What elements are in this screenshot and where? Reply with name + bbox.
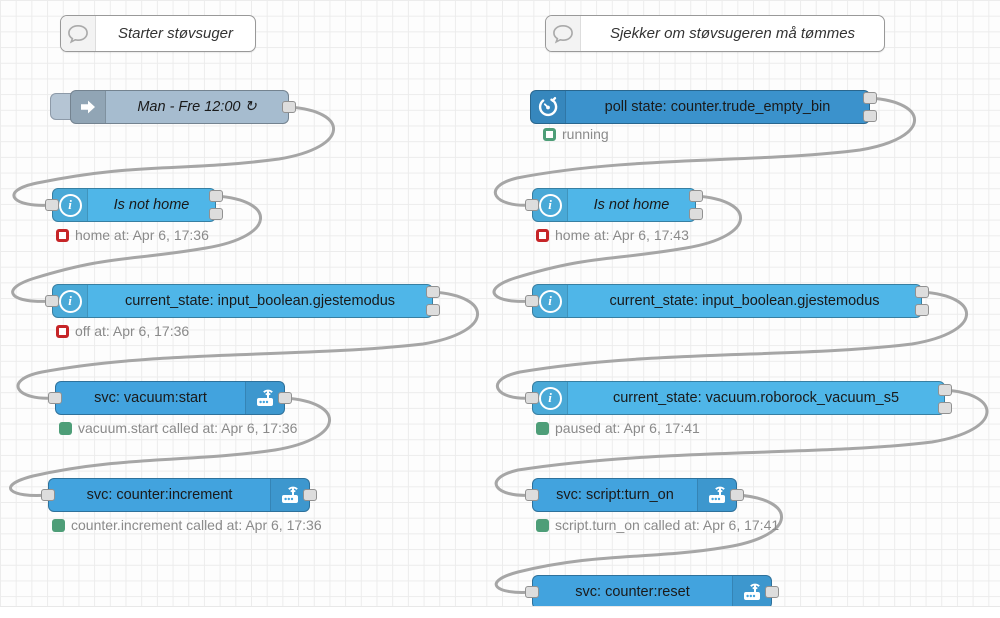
poll-state-node-trude-empty-bin[interactable]: poll state: counter.trude_empty_bin [530,90,870,124]
output-port[interactable] [938,402,952,414]
output-port[interactable] [765,586,779,598]
call-service-node-script-turn-on[interactable]: svc: script:turn_on [532,478,737,512]
comment-node-sjekker[interactable]: Sjekker om støvsugeren må tømmes [545,15,885,52]
status-red-ring-icon [56,324,69,338]
output-port[interactable] [938,384,952,396]
output-port[interactable] [915,304,929,316]
input-port[interactable] [48,392,62,404]
node-label: poll state: counter.trude_empty_bin [604,99,831,115]
node-label: current_state: vacuum.roborock_vacuum_s5 [612,390,900,406]
output-port[interactable] [730,489,744,501]
input-port[interactable] [45,295,59,307]
node-label: svc: counter:increment [86,487,233,503]
inject-arrow-icon [71,91,106,123]
input-port[interactable] [525,295,539,307]
node-status: running [543,126,609,142]
output-port[interactable] [863,92,877,104]
wire[interactable] [8,396,331,497]
comment-bubble-icon [546,16,581,51]
current-state-node-roborock[interactable]: i current_state: vacuum.roborock_vacuum_… [532,381,945,415]
wire[interactable] [11,194,262,303]
output-port[interactable] [863,110,877,122]
output-port[interactable] [278,392,292,404]
call-service-icon [245,382,284,414]
input-port[interactable] [525,392,539,404]
node-label: Is not home [593,197,670,213]
current-state-node-gjestemodus-right[interactable]: i current_state: input_boolean.gjestemod… [532,284,922,318]
wire[interactable] [494,493,783,594]
output-port[interactable] [209,190,223,202]
output-port[interactable] [209,208,223,220]
node-status: script.turn_on called at: Apr 6, 17:41 [536,517,779,533]
status-red-ring-icon [536,228,549,242]
node-status: home at: Apr 6, 17:36 [56,227,209,243]
info-icon: i [533,382,568,414]
node-status: paused at: Apr 6, 17:41 [536,420,700,436]
wire[interactable] [494,388,989,497]
status-green-icon [536,421,549,435]
output-port[interactable] [282,101,296,113]
status-green-ring-icon [543,127,556,141]
output-port[interactable] [426,304,440,316]
input-port[interactable] [525,586,539,598]
wire[interactable] [16,290,479,400]
wire[interactable] [496,290,968,400]
switch-node-is-not-home-right[interactable]: i Is not home [532,188,696,222]
status-text: running [562,126,609,142]
current-state-node-gjestemodus-left[interactable]: i current_state: input_boolean.gjestemod… [52,284,433,318]
node-label: svc: script:turn_on [556,487,674,503]
node-status: counter.increment called at: Apr 6, 17:3… [52,517,322,533]
status-green-icon [59,421,72,435]
node-status: off at: Apr 6, 17:36 [56,323,189,339]
comment-node-starter[interactable]: Starter støvsuger [60,15,256,52]
wire[interactable] [492,194,742,303]
wire[interactable] [12,105,335,207]
status-text: vacuum.start called at: Apr 6, 17:36 [78,420,298,436]
input-port[interactable] [525,489,539,501]
call-service-icon [270,479,309,511]
output-port[interactable] [915,286,929,298]
status-text: home at: Apr 6, 17:36 [75,227,209,243]
status-green-icon [52,518,65,532]
input-port[interactable] [41,489,55,501]
output-port[interactable] [689,208,703,220]
call-service-icon [697,479,736,511]
status-text: paused at: Apr 6, 17:41 [555,420,700,436]
node-status: vacuum.start called at: Apr 6, 17:36 [59,420,297,436]
status-green-icon [536,518,549,532]
inject-node-schedule[interactable]: Man - Fre 12:00 ↻ [70,90,289,124]
timer-icon [531,91,566,123]
comment-label: Sjekker om støvsugeren må tømmes [609,25,856,42]
canvas-bottom-edge [0,606,1000,618]
status-text: off at: Apr 6, 17:36 [75,323,190,339]
call-service-node-counter-increment[interactable]: svc: counter:increment [48,478,310,512]
node-label: Is not home [113,197,190,213]
node-label: current_state: input_boolean.gjestemodus [124,293,396,309]
call-service-node-vacuum-start[interactable]: svc: vacuum:start [55,381,285,415]
node-status: home at: Apr 6, 17:43 [536,227,689,243]
output-port[interactable] [426,286,440,298]
comment-label: Starter støvsuger [117,25,234,42]
node-label: svc: counter:reset [575,584,690,600]
output-port[interactable] [689,190,703,202]
node-label: Man - Fre 12:00 ↻ [137,99,257,115]
comment-bubble-icon [61,16,96,51]
input-port[interactable] [45,199,59,211]
call-service-icon [732,576,771,608]
status-text: counter.increment called at: Apr 6, 17:3… [71,517,322,533]
output-port[interactable] [303,489,317,501]
node-label: svc: vacuum:start [94,390,207,406]
status-red-ring-icon [56,228,69,242]
node-label: current_state: input_boolean.gjestemodus [609,293,880,309]
input-port[interactable] [525,199,539,211]
wire[interactable] [494,96,916,207]
call-service-node-counter-reset[interactable]: svc: counter:reset [532,575,772,609]
switch-node-is-not-home-left[interactable]: i Is not home [52,188,216,222]
status-text: home at: Apr 6, 17:43 [555,227,689,243]
status-text: script.turn_on called at: Apr 6, 17:41 [555,517,780,533]
